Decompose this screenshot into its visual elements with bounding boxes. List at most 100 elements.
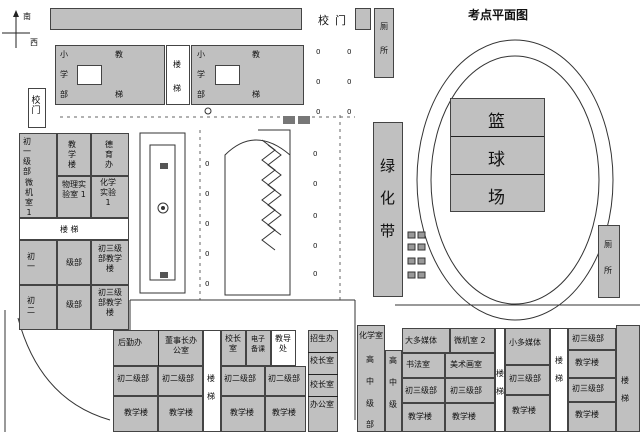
principal-room (221, 330, 246, 366)
car-icon-2 (298, 116, 310, 124)
label-c2: 学 (60, 70, 68, 79)
left-r1c1-label: 初一级部 (23, 137, 31, 176)
left-r3c2 (57, 240, 91, 285)
g4-room (265, 366, 306, 396)
g1-top-label: 初二级部 (117, 374, 149, 383)
label-c5: 梯 (115, 90, 123, 99)
left-r4c1-label: 初二 (27, 296, 35, 315)
plaza-outline (224, 139, 291, 296)
t8-label: 教学楼 (575, 358, 599, 367)
elec-room (246, 330, 271, 366)
bottom-stair-label: 楼梯 (207, 374, 215, 401)
teach-1 (113, 396, 158, 432)
left-r4c3-label: 初三级部教学楼 (98, 288, 122, 317)
t6-label: 教学楼 (452, 412, 476, 421)
top-stair-block (166, 45, 190, 105)
left-r3c2-label: 级部 (66, 258, 82, 267)
primary-building-right (191, 45, 304, 105)
guide-room (271, 330, 296, 366)
pc2-label: 微机室 2 (454, 336, 486, 345)
stair-char-2: 梯 (173, 84, 181, 93)
side-gate-label[interactable]: 校门 (31, 96, 41, 116)
chem-label: 化学室 (359, 331, 383, 340)
g3e-room (568, 378, 616, 402)
g3-label: 初二级部 (224, 374, 256, 383)
left-r4c1 (19, 285, 57, 330)
label-c7: 学 (197, 70, 205, 79)
left-r3c3 (91, 240, 129, 285)
art-room (445, 353, 495, 378)
left-r3c1-label: 初一 (27, 252, 35, 271)
toilet-right-char-1: 厕 (604, 240, 612, 249)
high-side-char-1: 高 (389, 356, 397, 365)
left-r1c3 (91, 133, 129, 176)
left-stair-label: 楼 梯 (60, 225, 79, 234)
main-gate-label[interactable]: 校门 (318, 14, 352, 27)
g3c-label: 初三级部 (509, 374, 541, 383)
high-char-3: 级 (366, 399, 374, 408)
t4-label: 教学楼 (272, 408, 296, 417)
left-r4c3 (91, 285, 129, 330)
callig-room (402, 353, 445, 378)
g3e-label: 初三级部 (572, 384, 604, 393)
court-char-1: 篮 (488, 112, 505, 132)
g3b-label: 初三级部 (450, 386, 482, 395)
g3b-room (445, 378, 495, 403)
compass-north-label: 南 (23, 12, 31, 21)
label-c1: 小 (60, 50, 68, 59)
left-r3c3-label: 初三级部教学楼 (98, 244, 122, 273)
enroll-label: 招生办 (310, 334, 334, 343)
high-side-char-2: 中 (389, 378, 397, 387)
side-gate-box (28, 88, 46, 128)
t8b-label: 教学楼 (575, 410, 599, 419)
stair3-label: 楼梯 (555, 356, 563, 383)
basketball-court (450, 98, 545, 212)
toilet-top (374, 8, 394, 78)
green-char-3: 带 (380, 222, 396, 240)
track-inner (430, 55, 600, 305)
g3c-room (505, 365, 550, 395)
guide-label: 教导处 (275, 334, 291, 353)
g2-top-2 (158, 366, 203, 396)
pc2-room (450, 328, 495, 353)
hq-label: 后勤办 (118, 338, 142, 347)
court-char-3: 场 (488, 188, 505, 208)
t7-label: 教学楼 (512, 406, 536, 415)
office-label: 办公室 (310, 400, 334, 409)
green-char-2: 化 (380, 189, 396, 207)
stair2-label: 楼梯 (496, 369, 504, 396)
callig-label: 书法室 (406, 360, 430, 369)
left-r1c3-label: 德育办 (105, 140, 113, 169)
high-char-2: 中 (366, 377, 374, 386)
g3-room (221, 366, 265, 396)
t2-label: 教学楼 (169, 408, 193, 417)
primary-building-left (55, 45, 165, 105)
court-char-2: 球 (488, 150, 505, 170)
g4-label: 初二级部 (268, 374, 300, 383)
left-r2c1-label: 微机室 1 (25, 178, 33, 217)
left-r4c2-label: 级部 (66, 300, 82, 309)
left-r1c2 (57, 133, 91, 176)
t5-label: 教学楼 (408, 412, 432, 421)
admin-column (308, 330, 338, 432)
teach-2 (158, 396, 203, 432)
left-r2c3 (91, 176, 129, 218)
top-wall-building (50, 8, 302, 30)
g3a-room (402, 378, 445, 403)
left-r4c2 (57, 285, 91, 330)
mm-room (402, 328, 450, 353)
vp2-label: 校长室 (310, 380, 334, 389)
green-char-1: 绿 (380, 157, 396, 175)
g2-top-1 (113, 366, 158, 396)
bike-icon (204, 107, 212, 115)
left-r1c2-label: 教学楼 (68, 140, 76, 169)
left-r2c3-label: 化学实验1 (100, 178, 116, 207)
label-c10: 梯 (252, 90, 260, 99)
g3a-label: 初三级部 (405, 386, 437, 395)
stair-char-1: 楼 (173, 60, 181, 69)
label-c8: 部 (197, 90, 205, 99)
green-belt (373, 122, 403, 297)
top-right-wall (355, 8, 371, 30)
small-mm-label: 小多媒体 (509, 338, 541, 347)
teach-8a (568, 350, 616, 378)
